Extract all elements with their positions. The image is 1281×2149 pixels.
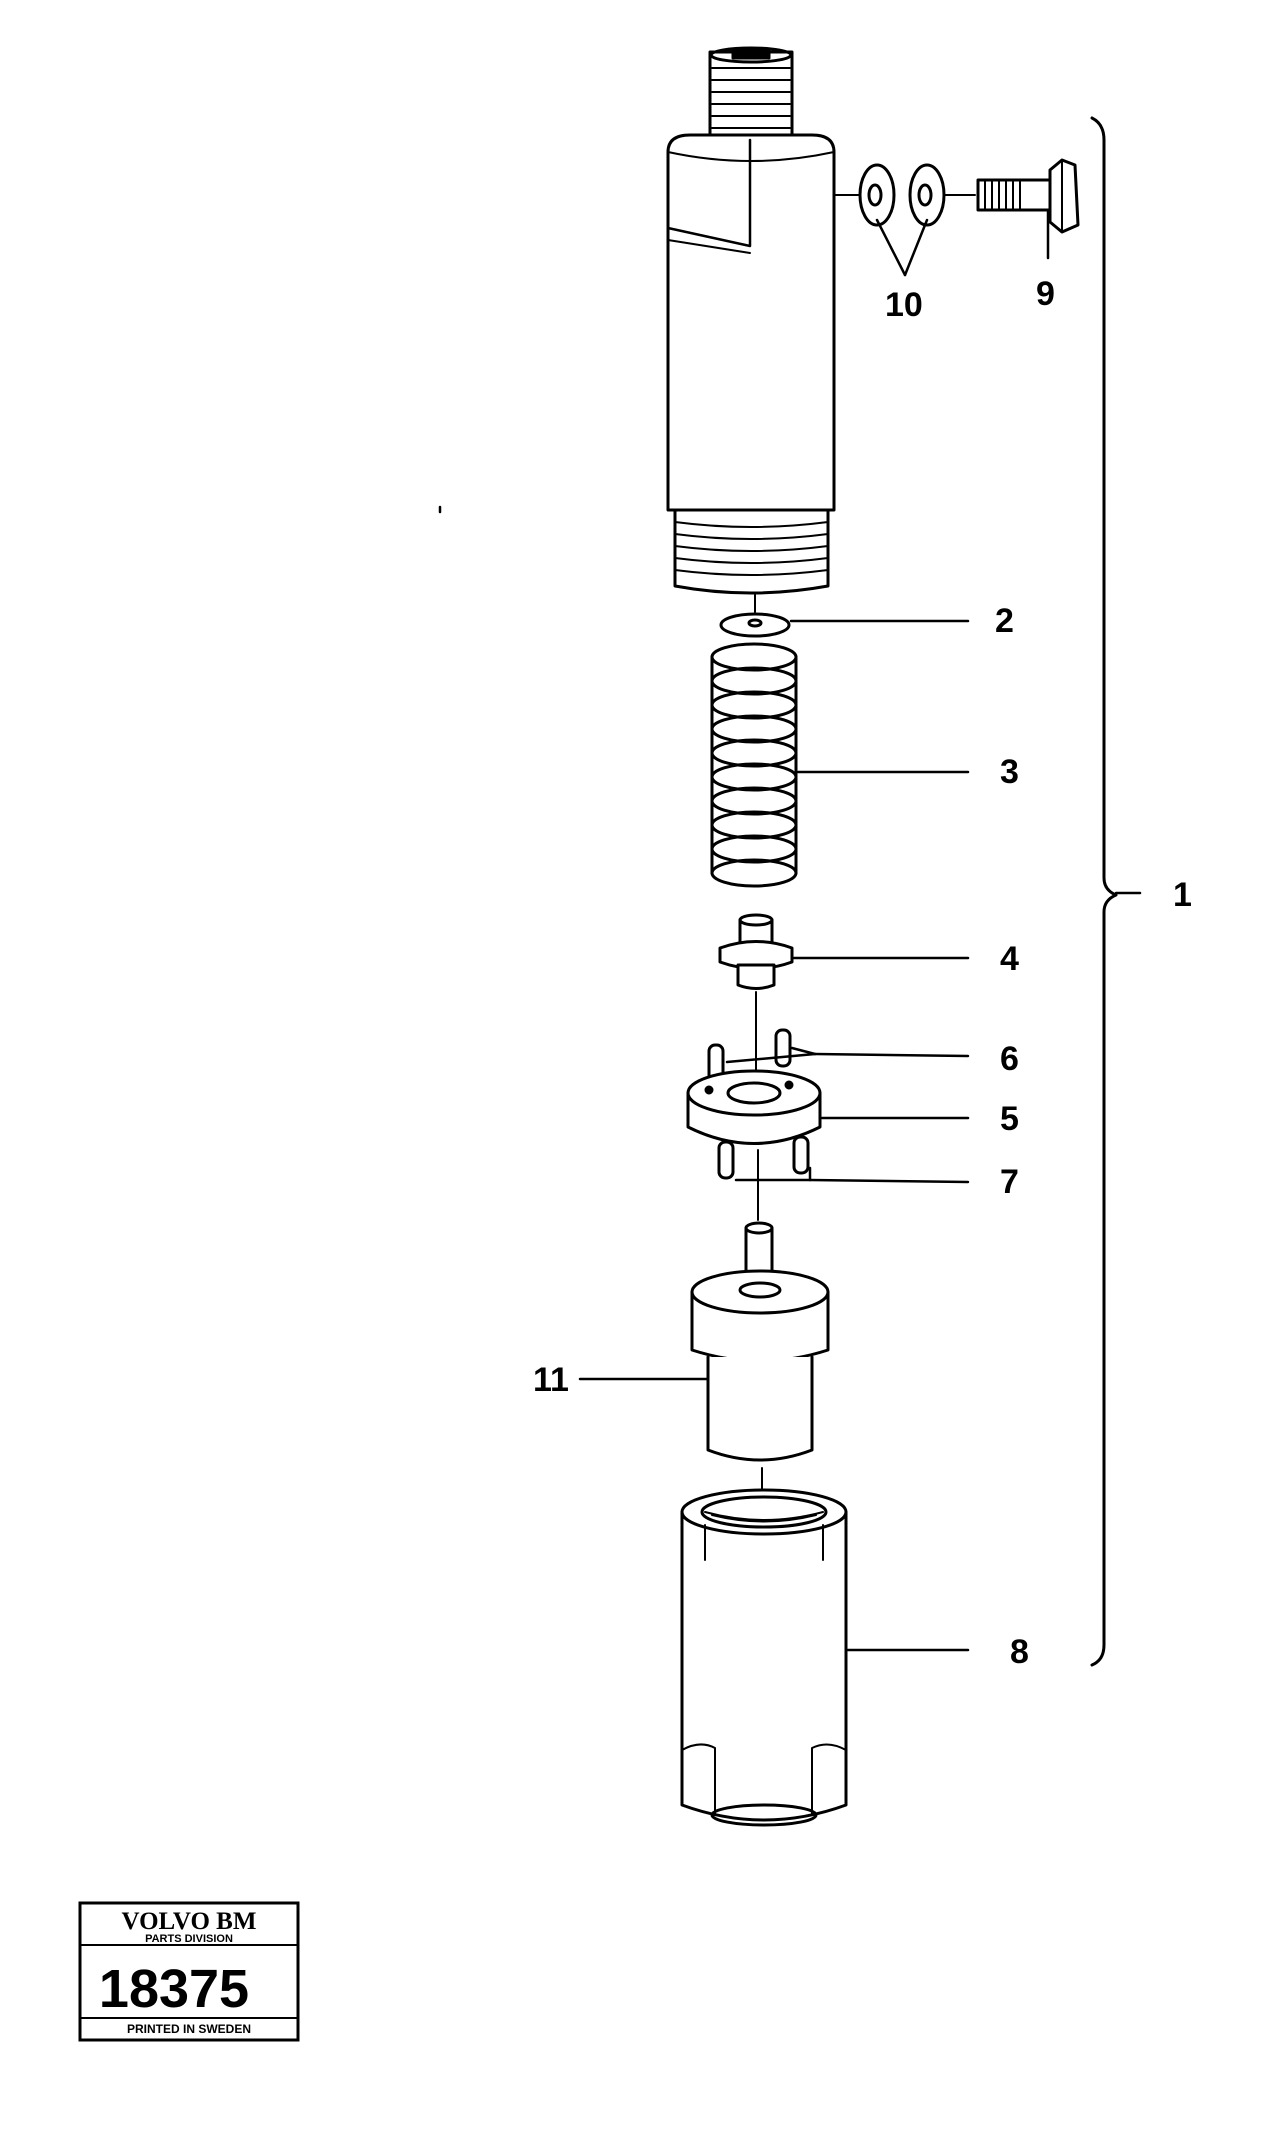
pressure-spring-part-3 [710,642,798,890]
intermediate-disc-part-5 [686,1069,822,1145]
callout-6: 6 [1000,1040,1019,1078]
shim-washer-part-2 [719,612,791,638]
nozzle-holder-body [666,46,836,613]
washers-part-10 [833,163,976,227]
stamp-division: PARTS DIVISION [145,1933,233,1945]
callout-4: 4 [1000,940,1019,978]
nozzle-part-11 [690,1221,830,1506]
leader-lines [438,210,1142,1652]
stamp-number: 18375 [99,1959,249,2019]
callout-11: 11 [533,1361,569,1399]
callout-10: 10 [885,286,923,324]
part-callouts: 1 2 3 4 5 6 7 8 9 10 11 [533,275,1192,1671]
nozzle-nut-part-8 [680,1488,848,1827]
spindle-part-4 [718,913,794,1091]
assembly-bracket-part-1 [1090,116,1118,1667]
screw-part-9 [976,158,1080,234]
callout-7: 7 [1000,1163,1019,1201]
stamp-footer: PRINTED IN SWEDEN [127,2022,251,2036]
callout-8: 8 [1010,1633,1029,1671]
parts-stamp: VOLVO BM PARTS DIVISION 18375 PRINTED IN… [78,1901,300,2042]
callout-2: 2 [995,602,1014,640]
callout-9: 9 [1036,275,1055,313]
pins-part-7 [717,1135,810,1221]
callout-3: 3 [1000,753,1019,791]
callout-1: 1 [1173,876,1192,914]
callout-5: 5 [1000,1100,1019,1138]
stamp-brand: VOLVO BM [122,1908,257,1935]
